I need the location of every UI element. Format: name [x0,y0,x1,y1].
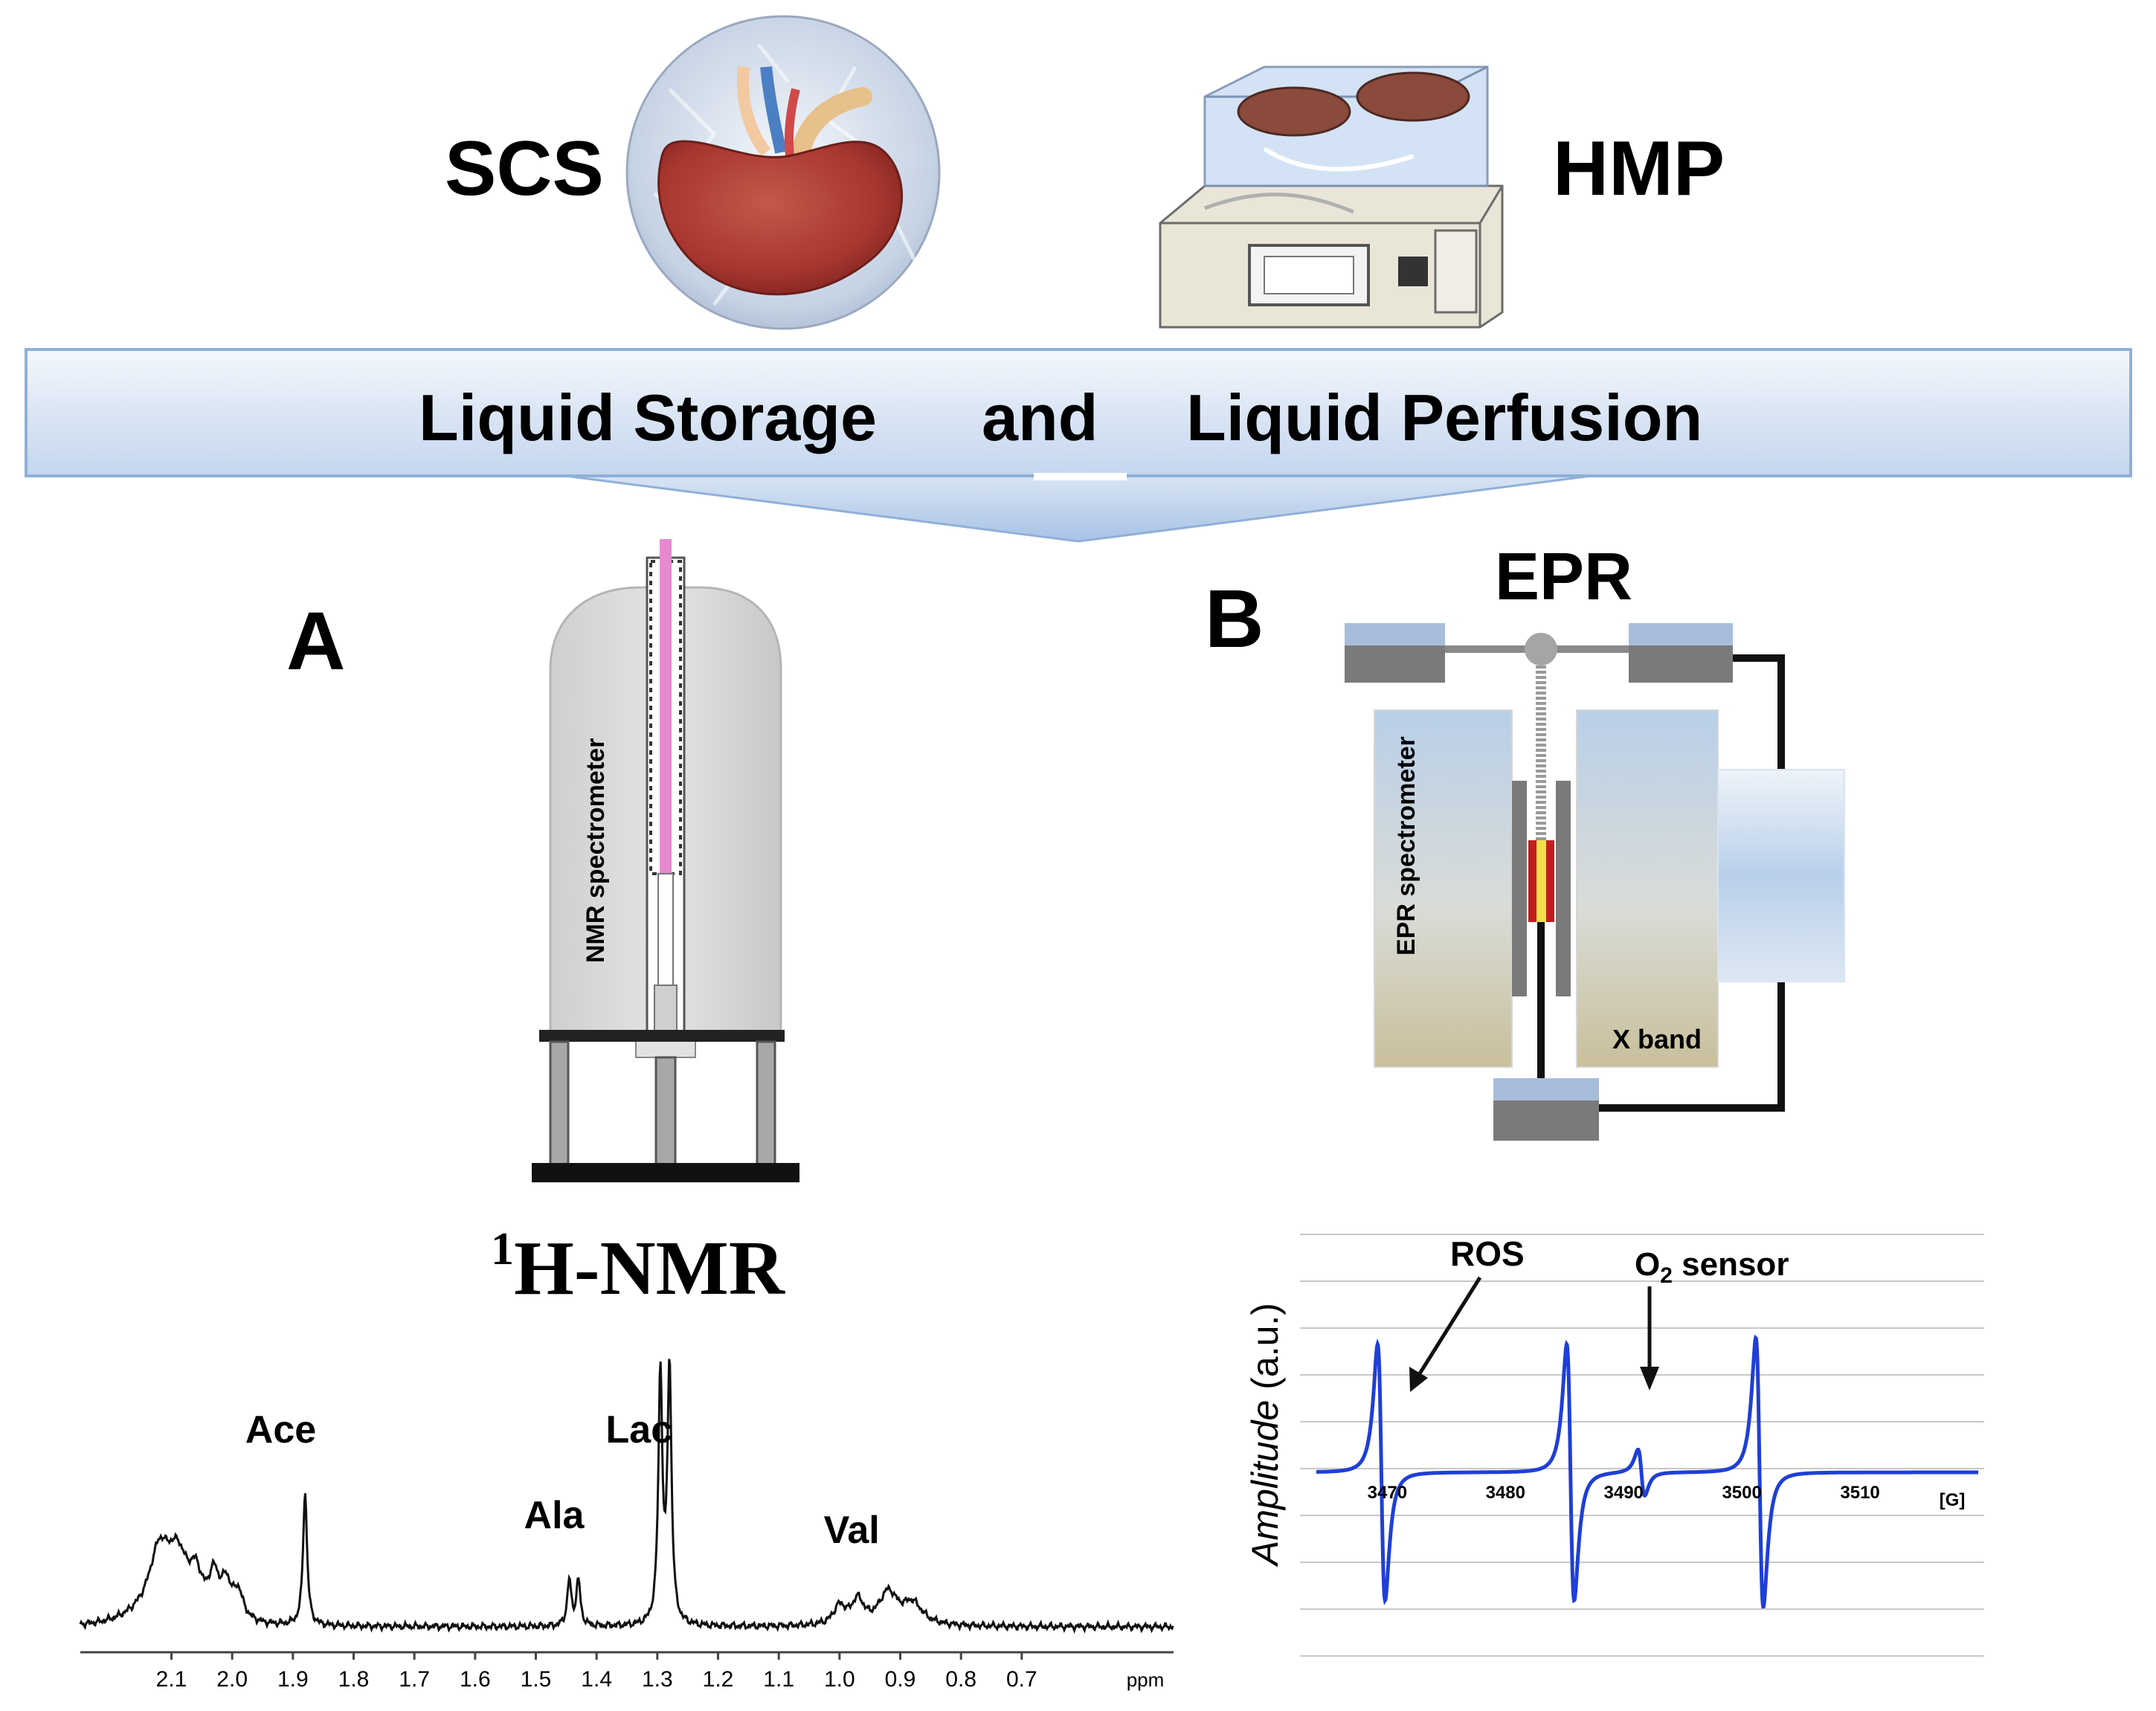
nmr-x-tick-label: 1.3 [642,1667,673,1692]
banner-text-liquid-storage: Liquid Storage [419,381,877,454]
nmr-x-tick-label: 1.4 [581,1667,612,1692]
panel-b-letter: B [1205,573,1264,665]
nmr-instrument-label: NMR spectrometer [582,738,610,963]
epr-x-tick-label: 3490 [1604,1483,1644,1503]
o2-label-main: O [1635,1246,1660,1283]
nmr-x-axis-unit: ppm [1127,1669,1165,1691]
scs-label: SCS [445,126,604,212]
cold-storage-kidney-illustration [625,15,941,330]
o2-arrow-head [1640,1367,1659,1391]
nmr-x-tick-label: 1.6 [460,1667,491,1692]
h-nmr-title-superscript: 1 [491,1224,514,1275]
nmr-x-tick-label: 2.0 [216,1667,248,1692]
nmr-peak-label-ace: Ace [245,1408,316,1451]
epr-annotation-o2-sensor: O2 sensor [1635,1246,1789,1288]
epr-y-axis-label-italic: Amplitude [1244,1400,1286,1567]
banner-arrow [25,348,2132,543]
nmr-x-tick-label: 0.8 [945,1667,976,1692]
nmr-x-tick-label: 1.8 [338,1667,370,1692]
nmr-x-tick-label: 1.0 [824,1667,855,1692]
nmr-spectrum-line [79,1359,1174,1634]
nmr-x-tick-label: 0.9 [885,1667,916,1692]
banner-text-liquid-perfusion: Liquid Perfusion [1186,381,1702,454]
nmr-peak-label-val: Val [824,1509,880,1552]
epr-x-tick-label: 3480 [1486,1483,1525,1503]
panel-a-letter: A [286,596,345,687]
epr-x-axis-unit: [G] [1940,1490,1966,1510]
nmr-x-tick-label: 1.2 [703,1667,734,1692]
epr-x-tick-label: 3510 [1840,1483,1879,1503]
o2-label-sub: 2 [1660,1263,1673,1288]
x-band-label: X band [1612,1024,1702,1054]
nmr-x-tick-label: 0.7 [1006,1667,1037,1692]
epr-spectrometer-drawing [1345,623,1845,1141]
epr-instrument-label: EPR spectrometer [1392,736,1420,956]
nmr-peak-label-lac: Lac [606,1408,673,1451]
nmr-x-tick-label: 1.7 [399,1667,430,1692]
nmr-x-tick-label: 1.5 [521,1667,552,1692]
nmr-x-tick-label: 1.9 [277,1667,309,1692]
hmp-label: HMP [1553,126,1725,212]
ros-arrow-shaft [1415,1276,1482,1379]
nmr-spectrum-chart: 2.1 2.0 1.9 1.8 1.7 1.6 1.5 1.4 1.3 1.2 1.1 1.0 0.9 0… [79,1359,1174,1692]
epr-y-axis-label-rest: (a.u.) [1244,1303,1286,1400]
h-nmr-title-main: H-NMR [514,1225,786,1311]
epr-y-axis-label: Amplitude (a.u.) [1244,1303,1286,1567]
nmr-peak-label-ala: Ala [524,1494,585,1537]
epr-x-tick-label: 3500 [1722,1483,1761,1503]
ros-arrow-head [1409,1367,1428,1392]
epr-title: EPR [1495,540,1632,614]
epr-spectrum-line [1316,1334,1978,1608]
o2-label-rest: sensor [1673,1246,1789,1283]
hypothermic-machine-perfusion-device [1159,65,1504,329]
nmr-x-tick-label: 1.1 [763,1667,794,1692]
nmr-spectrometer-drawing [532,539,799,1182]
banner-text-and: and [982,381,1098,454]
epr-spectrum-chart: 3470 3480 3490 3500 3510 [G] [1300,1234,1984,1657]
epr-x-tick-label: 3470 [1368,1483,1407,1503]
nmr-x-tick-label: 2.1 [156,1667,187,1692]
h-nmr-title: 1H-NMR [491,1224,786,1311]
epr-annotation-ros: ROS [1450,1234,1525,1273]
